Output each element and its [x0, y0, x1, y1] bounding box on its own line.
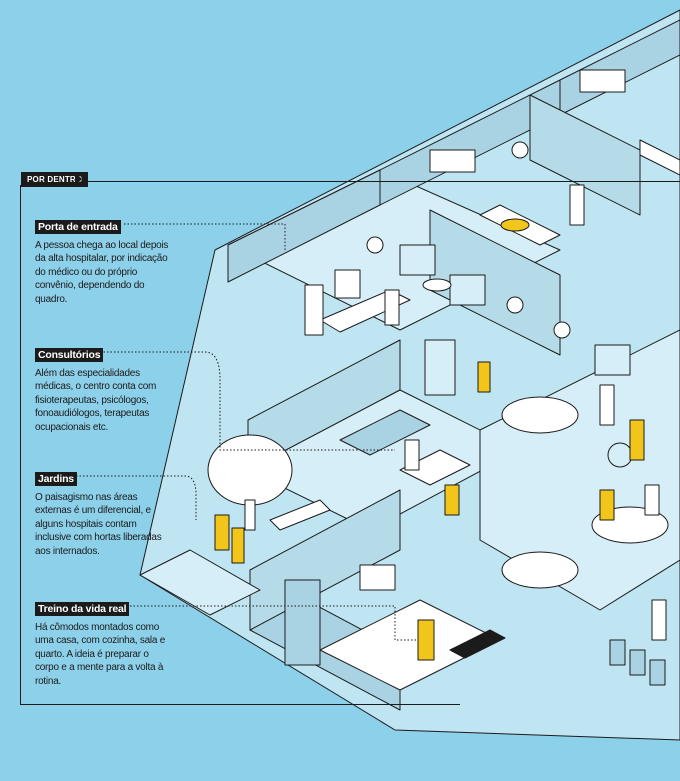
- leader-line-entrada: [124, 223, 286, 250]
- callout-text: Há cômodos montados como uma casa, com c…: [35, 622, 166, 687]
- patient-figure: [599, 489, 615, 521]
- text-frame-bottom: [20, 704, 460, 705]
- armchair: [594, 344, 631, 376]
- side-table: [422, 278, 452, 292]
- staff-figure: [644, 484, 660, 516]
- patient-figure: [417, 619, 435, 661]
- callout-title: Treino da vida real: [35, 602, 130, 616]
- callout-title: Consultórios: [35, 348, 104, 362]
- callout-porta-de-entrada: Porta de entrada A pessoa chega ao local…: [35, 217, 170, 306]
- patient-figure: [231, 527, 245, 564]
- bed: [639, 139, 680, 176]
- callout-title: Jardins: [35, 472, 77, 486]
- plant: [366, 236, 384, 254]
- plant: [511, 141, 529, 159]
- patient-figure: [629, 419, 645, 461]
- armchair: [399, 244, 436, 276]
- staff-figure: [569, 184, 585, 226]
- plant: [553, 321, 571, 339]
- callout-text: A pessoa chega ao local depois da alta h…: [35, 240, 169, 305]
- staff-figure: [651, 599, 667, 641]
- staff-figure: [304, 284, 324, 336]
- section-tag: POR DENTRO: [21, 172, 89, 187]
- round-table: [501, 396, 579, 434]
- callout-title: Porta de entrada: [35, 220, 121, 234]
- callout-text: Além das especialidades médicas, o centr…: [35, 368, 157, 433]
- partition-wall-2: [529, 94, 641, 216]
- text-frame-top: [82, 181, 680, 182]
- window: [429, 149, 476, 173]
- staff-figure: [599, 384, 615, 426]
- plant: [506, 296, 524, 314]
- patient-figure: [477, 361, 491, 393]
- patient-figure: [214, 514, 230, 551]
- window: [579, 69, 626, 93]
- callout-consultorios: Consultórios Além das especialidades méd…: [35, 345, 170, 434]
- callout-jardins: Jardins O paisagismo nas áreas externas …: [35, 469, 170, 558]
- computer-monitor: [334, 269, 361, 299]
- waiting-chair: [629, 649, 646, 676]
- staff-figure: [404, 439, 420, 471]
- consultorio-desk: [399, 449, 471, 486]
- patient-figure: [444, 484, 460, 516]
- tree-trunk: [244, 499, 256, 531]
- medicine-cabinet: [424, 339, 456, 396]
- microwave: [359, 564, 396, 591]
- stovetop: [449, 629, 506, 659]
- section-tag-tail: [75, 172, 82, 186]
- leader-line-consultorios: [100, 351, 395, 451]
- garden-ground: [139, 549, 261, 616]
- text-frame-left: [20, 185, 21, 705]
- bench: [269, 499, 331, 531]
- tree: [207, 434, 293, 506]
- staff-figure: [384, 289, 400, 326]
- patient-figure: [500, 218, 530, 232]
- refrigerator: [284, 579, 321, 666]
- leader-line-jardins: [62, 475, 197, 520]
- armchair: [449, 274, 486, 306]
- callout-text: O paisagismo nas áreas externas é um dif…: [35, 492, 162, 557]
- round-table: [501, 551, 579, 589]
- waiting-chair: [649, 659, 666, 686]
- waiting-chair: [609, 639, 626, 666]
- callout-treino-da-vida-real: Treino da vida real Há cômodos montados …: [35, 599, 170, 688]
